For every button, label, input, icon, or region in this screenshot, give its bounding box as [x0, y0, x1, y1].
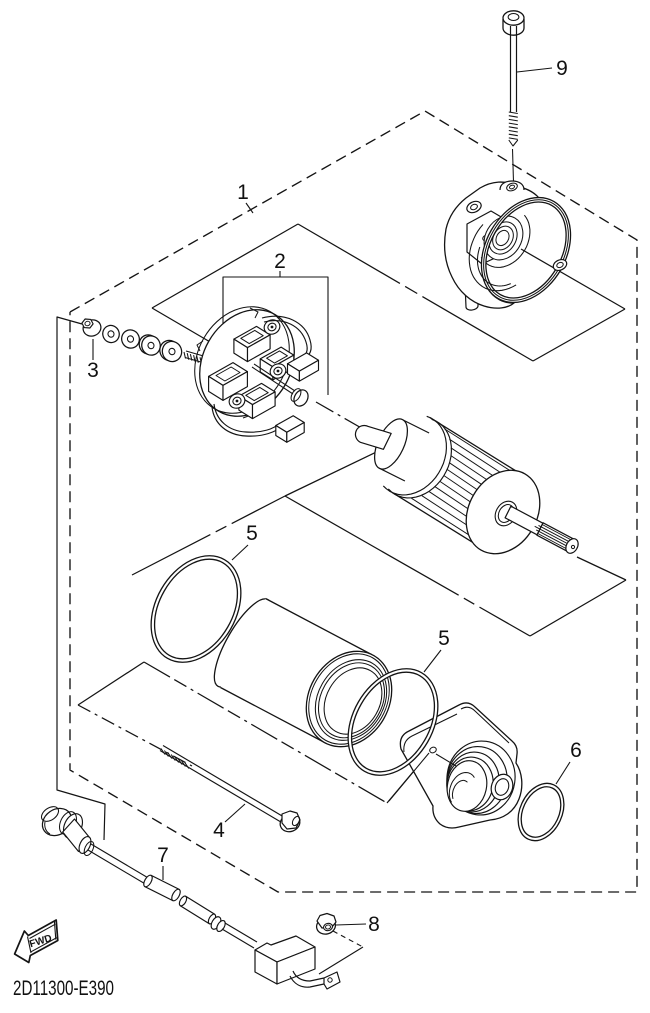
svg-text:5: 5 — [246, 522, 258, 545]
svg-text:6: 6 — [570, 739, 582, 762]
svg-text:1: 1 — [237, 181, 249, 204]
svg-text:9: 9 — [556, 57, 568, 80]
svg-text:2: 2 — [274, 250, 286, 273]
svg-text:4: 4 — [213, 819, 225, 842]
svg-text:8: 8 — [368, 913, 380, 936]
svg-text:2D11300-E390: 2D11300-E390 — [13, 976, 114, 1000]
svg-text:3: 3 — [87, 359, 99, 382]
svg-text:5: 5 — [438, 627, 450, 650]
svg-text:7: 7 — [157, 844, 169, 867]
